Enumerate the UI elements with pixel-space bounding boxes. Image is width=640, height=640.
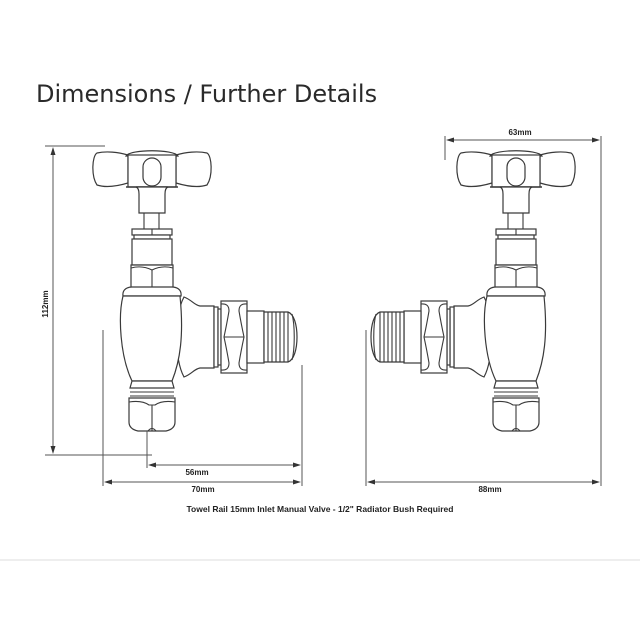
section-title: Dimensions / Further Details (36, 80, 378, 108)
overall-width-label: 70mm (191, 485, 214, 494)
drawing-caption: Towel Rail 15mm Inlet Manual Valve - 1/2… (186, 504, 454, 514)
outlet-length-label: 56mm (185, 468, 208, 477)
overall-length-label: 88mm (478, 485, 501, 494)
height-dimension-label: 112mm (41, 290, 50, 317)
handle-width-label: 63mm (508, 128, 531, 137)
section-divider (0, 559, 640, 561)
right-valve-view: 63mm 88mm (365, 128, 602, 494)
left-valve-view: 112mm 56mm 70mm (41, 145, 303, 494)
